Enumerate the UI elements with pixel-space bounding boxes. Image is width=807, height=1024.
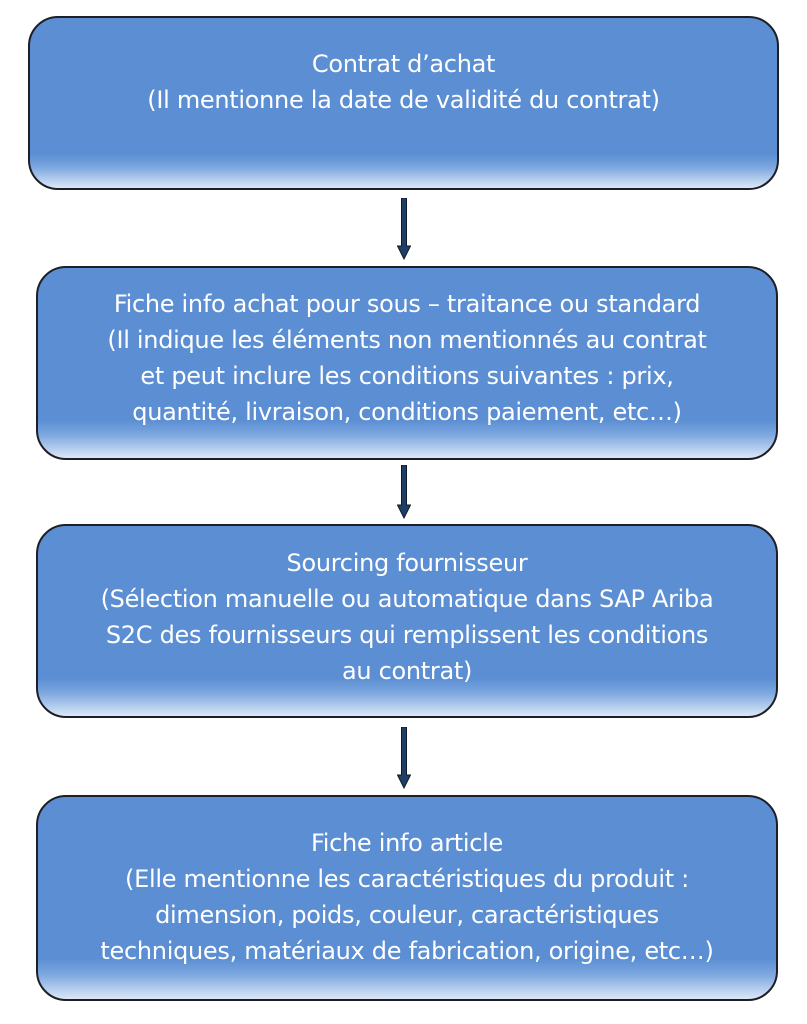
down-arrow-icon — [397, 465, 411, 519]
step-description-line: dimension, poids, couleur, caractéristiq… — [155, 901, 659, 929]
step-description-line: (Sélection manuelle ou automatique dans … — [100, 585, 714, 613]
step-title: Contrat d’achat — [311, 50, 496, 78]
step-description-line: au contrat) — [341, 657, 473, 685]
down-arrow-icon — [397, 727, 411, 789]
step-box-contrat-achat: Contrat d’achat (Il mentionne la date de… — [28, 16, 779, 190]
step-box-fiche-info-achat: Fiche info achat pour sous – traitance o… — [36, 266, 778, 460]
step-description-line: quantité, livraison, conditions paiement… — [132, 398, 682, 426]
step-title: Fiche info article — [310, 829, 504, 857]
step-title: Fiche info achat pour sous – traitance o… — [113, 290, 701, 318]
step-box-sourcing-fournisseur: Sourcing fournisseur (Sélection manuelle… — [36, 524, 778, 718]
down-arrow-icon — [397, 198, 411, 260]
step-description-line: techniques, matériaux de fabrication, or… — [100, 937, 714, 965]
step-description-line: (Elle mentionne les caractéristiques du … — [125, 865, 689, 893]
step-title: Sourcing fournisseur — [286, 549, 528, 577]
step-description-line: S2C des fournisseurs qui remplissent les… — [105, 621, 709, 649]
step-description-line: (Il indique les éléments non mentionnés … — [107, 326, 707, 354]
step-box-fiche-info-article: Fiche info article (Elle mentionne les c… — [36, 795, 778, 1001]
step-description-line: et peut inclure les conditions suivantes… — [140, 362, 674, 390]
step-description-line: (Il mentionne la date de validité du con… — [147, 86, 660, 114]
